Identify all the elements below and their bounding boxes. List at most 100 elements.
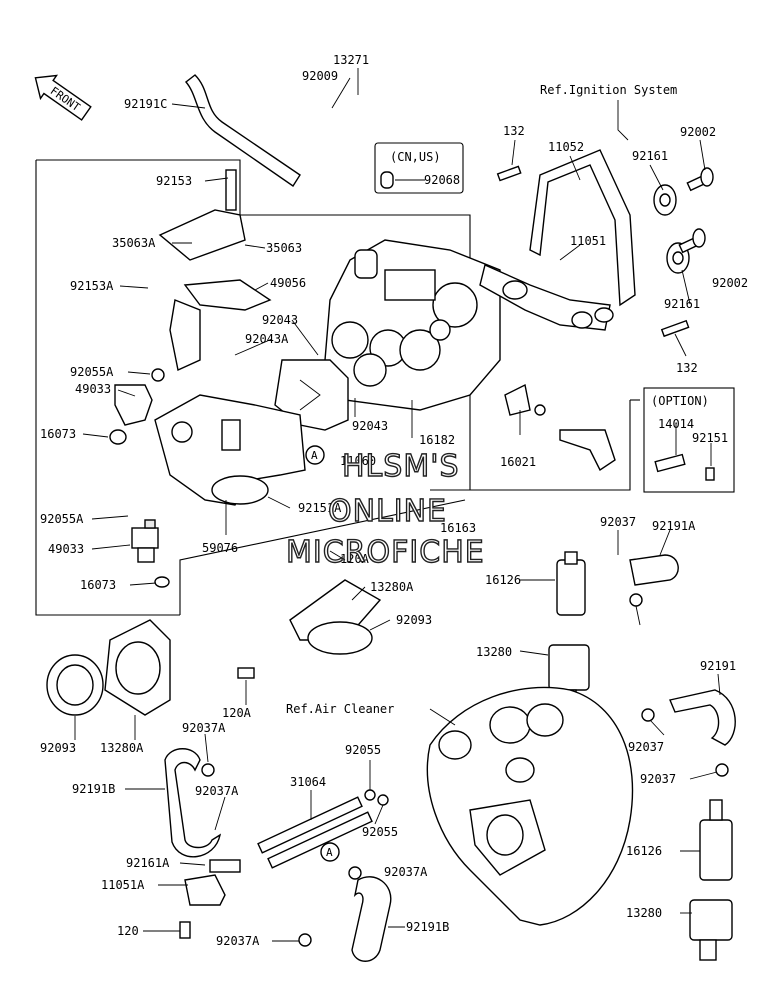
watermark-line2: ONLINE [328, 494, 447, 529]
part-label-92151a: 92151A [298, 501, 342, 515]
cn-us-label: (CN,US) [390, 150, 441, 164]
part-label-49033-bottom: 49033 [48, 542, 84, 556]
oring-16073-top [109, 429, 127, 445]
injector-49033-bottom [131, 519, 159, 563]
part-label-13280-top: 13280 [476, 645, 512, 659]
cn-us-box: (CN,US) [374, 142, 464, 194]
part-label-16073-bottom: 16073 [80, 578, 116, 592]
part-label-92055a-bottom: 92055A [40, 512, 84, 526]
callout-a-bottom: A [320, 842, 340, 862]
part-label-92068: 92068 [424, 173, 460, 187]
watermark: HLSM'S ONLINE MICROFICHE [285, 448, 485, 570]
grommet-92161-top [653, 184, 677, 216]
option-box: (OPTION) [643, 387, 735, 493]
part-label-92037a-mid: 92037A [195, 784, 239, 798]
part-label-92191c: 92191C [124, 97, 167, 111]
bolt-120a [237, 667, 255, 679]
part-label-92037-mid: 92037 [628, 740, 664, 754]
part-label-13280a-left: 13280A [100, 741, 144, 755]
part-label-92002-bottom: 92002 [712, 276, 748, 290]
part-label-92093-center: 92093 [396, 613, 432, 627]
ref-air-cleaner-label: Ref.Air Cleaner [286, 702, 394, 716]
plate-13280a-left [104, 619, 171, 716]
fuel-hose-92191c [184, 74, 301, 187]
clamp-92037a-c [298, 933, 312, 947]
hose-92191b-left [164, 748, 222, 858]
filter-16126-top [556, 551, 586, 616]
part-label-92055-bottom: 92055 [362, 825, 398, 839]
part-label-92191b-bottom: 92191B [406, 920, 449, 934]
part-label-11052: 11052 [548, 140, 584, 154]
part-label-13280-bottom: 13280 [626, 906, 662, 920]
injector-49033-top [114, 384, 153, 426]
part-label-31064: 31064 [290, 775, 326, 789]
clamp-92037-a [629, 593, 643, 607]
clamp-92037a-a [201, 763, 215, 777]
part-label-16126-top: 16126 [485, 573, 521, 587]
part-label-11051a: 11051A [101, 878, 145, 892]
frame-lines [35, 159, 640, 616]
idle-screw-16021 [504, 383, 616, 472]
filter-16126-bottom [699, 799, 733, 881]
oring-92055a-top [151, 368, 165, 382]
oring-16073-bottom [154, 576, 170, 588]
plate-13280a-center [289, 579, 382, 655]
ring-92093-left-inner [56, 664, 94, 706]
bolt-132-top [496, 165, 522, 182]
part-label-49033-top: 49033 [75, 382, 111, 396]
part-label-49056: 49056 [270, 276, 306, 290]
part-label-16126-bottom: 16126 [626, 844, 662, 858]
watermark-line3: MICROFICHE [286, 535, 485, 570]
part-label-92191: 92191 [700, 659, 736, 673]
part-label-92151: 92151 [692, 431, 728, 445]
part-label-92055a-top: 92055A [70, 365, 114, 379]
callout-a-bottom-label: A [326, 846, 333, 859]
part-label-35063: 35063 [266, 241, 302, 255]
part-label-16182: 16182 [419, 433, 455, 447]
part-label-92161-bottom: 92161 [664, 297, 700, 311]
part-label-35063a: 35063A [112, 236, 156, 250]
manifold-59076 [154, 394, 306, 506]
part-label-14014: 14014 [658, 417, 694, 431]
part-label-92055-top: 92055 [345, 743, 381, 757]
bracket-11052 [479, 149, 636, 331]
part-label-11060: 11060 [340, 454, 376, 468]
bolt-120 [179, 921, 191, 939]
sensor-bracket [158, 169, 272, 372]
bolt-132-bottom [660, 319, 690, 338]
bracket-11051a [184, 859, 241, 906]
part-label-92153: 92153 [156, 174, 192, 188]
leader-lines [74, 68, 721, 942]
part-label-92037-top: 92037 [600, 515, 636, 529]
callout-a-left-label: A [311, 449, 318, 462]
part-label-11051: 11051 [570, 234, 606, 248]
filter-13280-bottom [689, 899, 733, 961]
part-label-92093-left: 92093 [40, 741, 76, 755]
part-label-132-top: 132 [503, 124, 525, 138]
hose-92191 [669, 689, 736, 746]
ref-ignition-system-label: Ref.Ignition System [540, 83, 677, 97]
part-label-92153a: 92153A [70, 279, 114, 293]
part-label-92191a: 92191A [652, 519, 696, 533]
part-label-59076: 59076 [202, 541, 238, 555]
part-label-16073-top: 16073 [40, 427, 76, 441]
part-label-120: 120 [117, 924, 139, 938]
part-label-92043-top: 92043 [262, 313, 298, 327]
part-label-16163: 16163 [440, 521, 476, 535]
part-labels: 13271 92009 92191C 132 11052 92161 92002… [40, 53, 748, 948]
clamp-92037-c [715, 763, 729, 777]
clamp-92037a-b [348, 866, 362, 880]
part-label-92037a-right: 92037A [384, 865, 428, 879]
part-label-120a-left: 120A [222, 706, 252, 720]
part-label-13280a-center: 13280A [370, 580, 414, 594]
part-label-92043-bottom: 92043 [352, 419, 388, 433]
part-label-92037a-top: 92037A [182, 721, 226, 735]
part-label-92037a-bottom: 92037A [216, 934, 260, 948]
part-label-92161a: 92161A [126, 856, 170, 870]
part-label-13271: 13271 [333, 53, 369, 67]
oring-92055-b [377, 794, 389, 806]
part-label-92161-top: 92161 [632, 149, 668, 163]
fitting-31064 [257, 796, 373, 869]
hose-92191a [629, 554, 679, 586]
hose-92191b-bottom [351, 876, 392, 962]
